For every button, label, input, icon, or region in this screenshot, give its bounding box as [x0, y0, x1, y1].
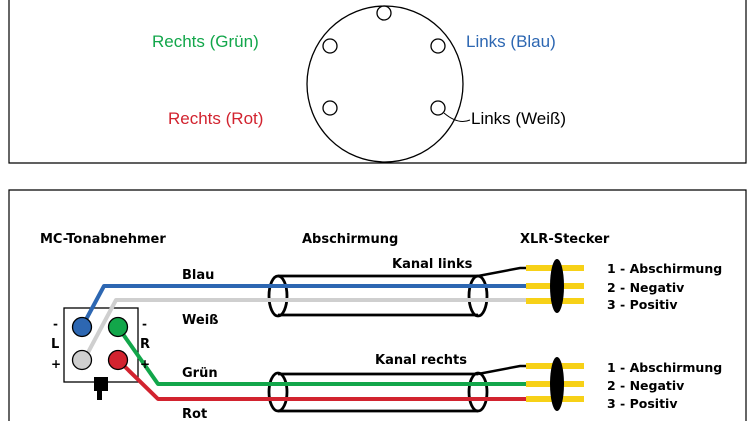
heading-xlr: XLR-Stecker [520, 232, 610, 247]
wire-rot [116, 358, 536, 401]
terminal-left-plus [71, 349, 93, 371]
xlr-lower-label-1: 1 - Abschirmung [607, 360, 722, 375]
xlr-plug-lower [526, 357, 584, 411]
xlr-plug-upper [526, 259, 584, 313]
wire-blau [80, 284, 536, 328]
cartridge-stylus [97, 389, 102, 400]
xlr-upper-flange [550, 259, 564, 313]
label-links-blau: Links (Blau) [466, 32, 556, 51]
label-kanal-links: Kanal links [392, 257, 473, 272]
shield-cable-upper [267, 274, 489, 318]
connector-pin-top [376, 5, 392, 21]
heading-abschirmung: Abschirmung [302, 232, 398, 247]
cartridge-left-letter: L [51, 337, 59, 352]
top-panel: Rechts (Grün) Links (Blau) Rechts (Rot) … [8, 0, 747, 164]
wire-label-weiss: Weiß [182, 313, 219, 328]
wire-label-gruen: Grün [182, 366, 218, 381]
wire-label-blau: Blau [182, 268, 214, 283]
xlr-upper-label-1: 1 - Abschirmung [607, 261, 722, 276]
xlr-upper-label-3: 3 - Positiv [607, 297, 677, 312]
cartridge-right-plus-label: + [140, 357, 150, 371]
terminal-right-minus [107, 316, 129, 338]
leader-line-weiss [443, 112, 471, 122]
heading-tonabnehmer: MC-Tonabnehmer [40, 232, 166, 247]
cartridge-left-minus-label: - [53, 317, 58, 331]
label-kanal-rechts: Kanal rechts [375, 353, 467, 368]
cartridge-right-letter: R [140, 337, 150, 352]
terminal-right-plus [107, 349, 129, 371]
label-rechts-rot: Rechts (Rot) [168, 109, 263, 128]
bottom-panel-frame [8, 189, 747, 421]
connector-pin-rechts-rot [322, 100, 338, 116]
label-links-weiss: Links (Weiß) [471, 109, 566, 128]
shield-cable-lower [267, 371, 489, 413]
top-panel-frame [8, 0, 747, 164]
cartridge-right-minus-label: - [142, 317, 147, 331]
terminal-left-minus [71, 316, 93, 338]
cartridge-stem [94, 377, 108, 391]
connector-pin-rechts-gruen [322, 38, 338, 54]
label-rechts-gruen: Rechts (Grün) [152, 32, 259, 51]
connector-face [306, 5, 464, 163]
xlr-lower-flange [550, 357, 564, 411]
connector-pin-links-blau [430, 38, 446, 54]
bottom-panel: MC-Tonabnehmer Abschirmung XLR-Stecker [8, 189, 747, 421]
xlr-upper-label-2: 2 - Negativ [607, 280, 684, 295]
wire-label-rot: Rot [182, 407, 207, 421]
cartridge-left-plus-label: + [51, 357, 61, 371]
xlr-lower-label-3: 3 - Positiv [607, 396, 677, 411]
wire-gruen [116, 325, 536, 386]
xlr-lower-label-2: 2 - Negativ [607, 378, 684, 393]
wire-weiss [82, 298, 536, 361]
connector-pin-links-weiss [430, 100, 446, 116]
